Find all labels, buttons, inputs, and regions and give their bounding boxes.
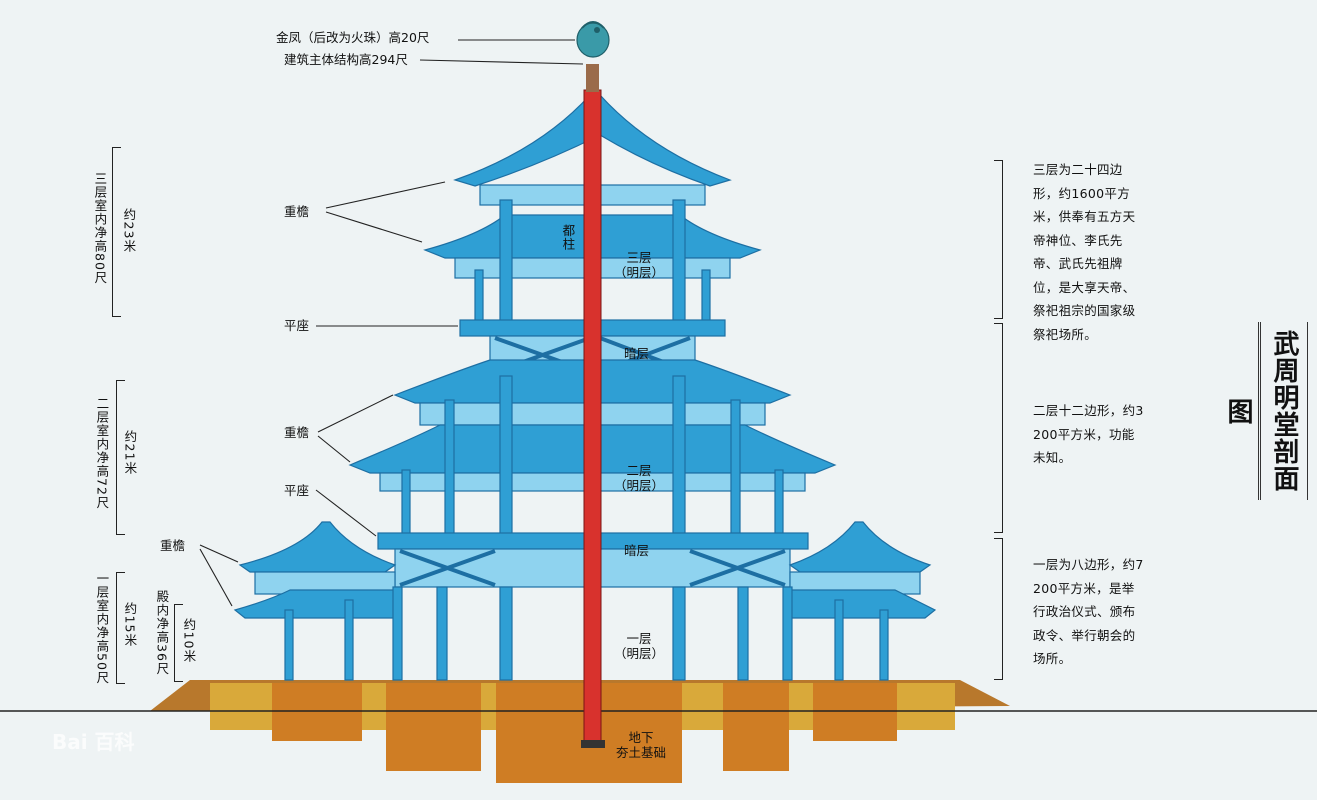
finial-note: 金凤（后改为火珠）高20尺 <box>276 30 430 45</box>
structure-height-note: 建筑主体结构高294尺 <box>284 52 408 67</box>
floor2-label: 二层 （明层） <box>614 463 665 493</box>
diagram-title: 武周明堂剖面图 <box>1223 322 1308 500</box>
floor3-label: 三层 （明层） <box>614 250 665 280</box>
eaves-label-lower: 重檐 <box>160 538 186 553</box>
floor1-description: 一层为八边形，约7200平方米，是举行政治仪式、颁布政令、举行朝会的场所。 <box>1033 557 1144 666</box>
floor3-description: 三层为二十四边形，约1600平方米，供奉有五方天帝神位、李氏先帝、武氏先祖牌位，… <box>1033 162 1136 342</box>
hall-height: 殿内净高36尺 <box>154 590 170 676</box>
baike-watermark: Bai 百科 <box>52 730 135 754</box>
platform-label-upper: 平座 <box>284 318 310 333</box>
floor2-bracket <box>116 380 125 535</box>
floor3-approx: 约23米 <box>121 208 137 253</box>
floor3-bracket <box>112 147 121 317</box>
floor1-approx: 约15米 <box>122 602 138 647</box>
floor1-bracket <box>116 572 125 684</box>
leader-lines <box>199 39 584 607</box>
floor2-description: 二层十二边形，约3200平方米，功能未知。 <box>1033 403 1144 465</box>
dark-layer-lower-label: 暗层 <box>624 543 650 558</box>
floor3-desc-bracket <box>994 160 1003 319</box>
phoenix-finial-icon <box>576 21 610 58</box>
floor2-desc-bracket <box>994 323 1003 533</box>
floor2-height: 二层室内净高72尺 <box>94 397 110 510</box>
eaves-label-upper: 重檐 <box>284 204 310 219</box>
floor3-height: 三层室内净高80尺 <box>92 172 108 285</box>
floor1-desc-bracket <box>994 538 1003 680</box>
floor1-label: 一层 （明层） <box>614 631 665 661</box>
dark-layer-upper-label: 暗层 <box>624 346 650 361</box>
floor1-height: 一层室内净高50尺 <box>94 572 110 685</box>
central-pillar <box>581 64 605 748</box>
floor2-approx: 约21米 <box>122 430 138 475</box>
foundation-label: 地下 夯土基础 <box>616 730 667 760</box>
central-pillar-label: 都柱 <box>560 224 576 251</box>
eaves-label-middle: 重檐 <box>284 425 310 440</box>
platform-label-lower: 平座 <box>284 483 310 498</box>
hall-approx: 约10米 <box>181 618 197 663</box>
hall-bracket <box>174 604 183 682</box>
